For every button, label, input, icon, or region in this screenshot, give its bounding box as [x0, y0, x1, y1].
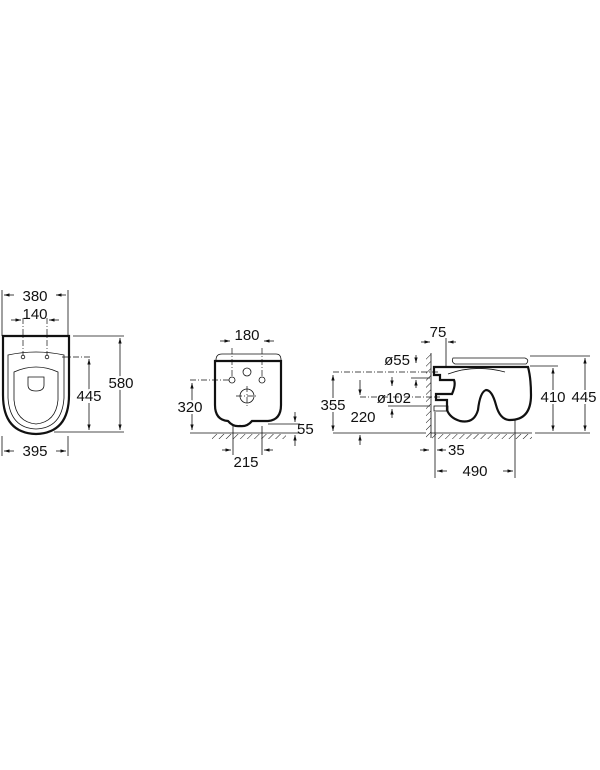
dim-55: 55	[297, 421, 314, 438]
dim-355: 355	[320, 397, 345, 414]
dim-220: 220	[350, 409, 375, 426]
dim-215: 215	[233, 454, 258, 471]
bowl-outline-top	[1, 334, 71, 436]
dim-410: 410	[540, 389, 565, 406]
dim-445-side: 445	[571, 389, 596, 406]
dim-dia55: ø55	[384, 352, 410, 369]
dim-395: 395	[22, 443, 47, 460]
dim-580: 580	[108, 375, 133, 392]
dim-75: 75	[430, 324, 447, 341]
top-view: 380 140 445 580 395	[1, 288, 136, 460]
dim-140: 140	[22, 306, 47, 323]
dim-35: 35	[448, 442, 465, 459]
dim-180: 180	[234, 327, 259, 344]
side-view: 75 ø55 ø102 355 220 410 445 35 490	[318, 324, 598, 480]
rear-view: 180 320 55 215	[175, 327, 314, 471]
dim-380: 380	[22, 288, 47, 305]
dim-320: 320	[177, 399, 202, 416]
dim-490: 490	[462, 463, 487, 480]
dim-445: 445	[76, 388, 101, 405]
dim-dia102: ø102	[377, 390, 411, 407]
